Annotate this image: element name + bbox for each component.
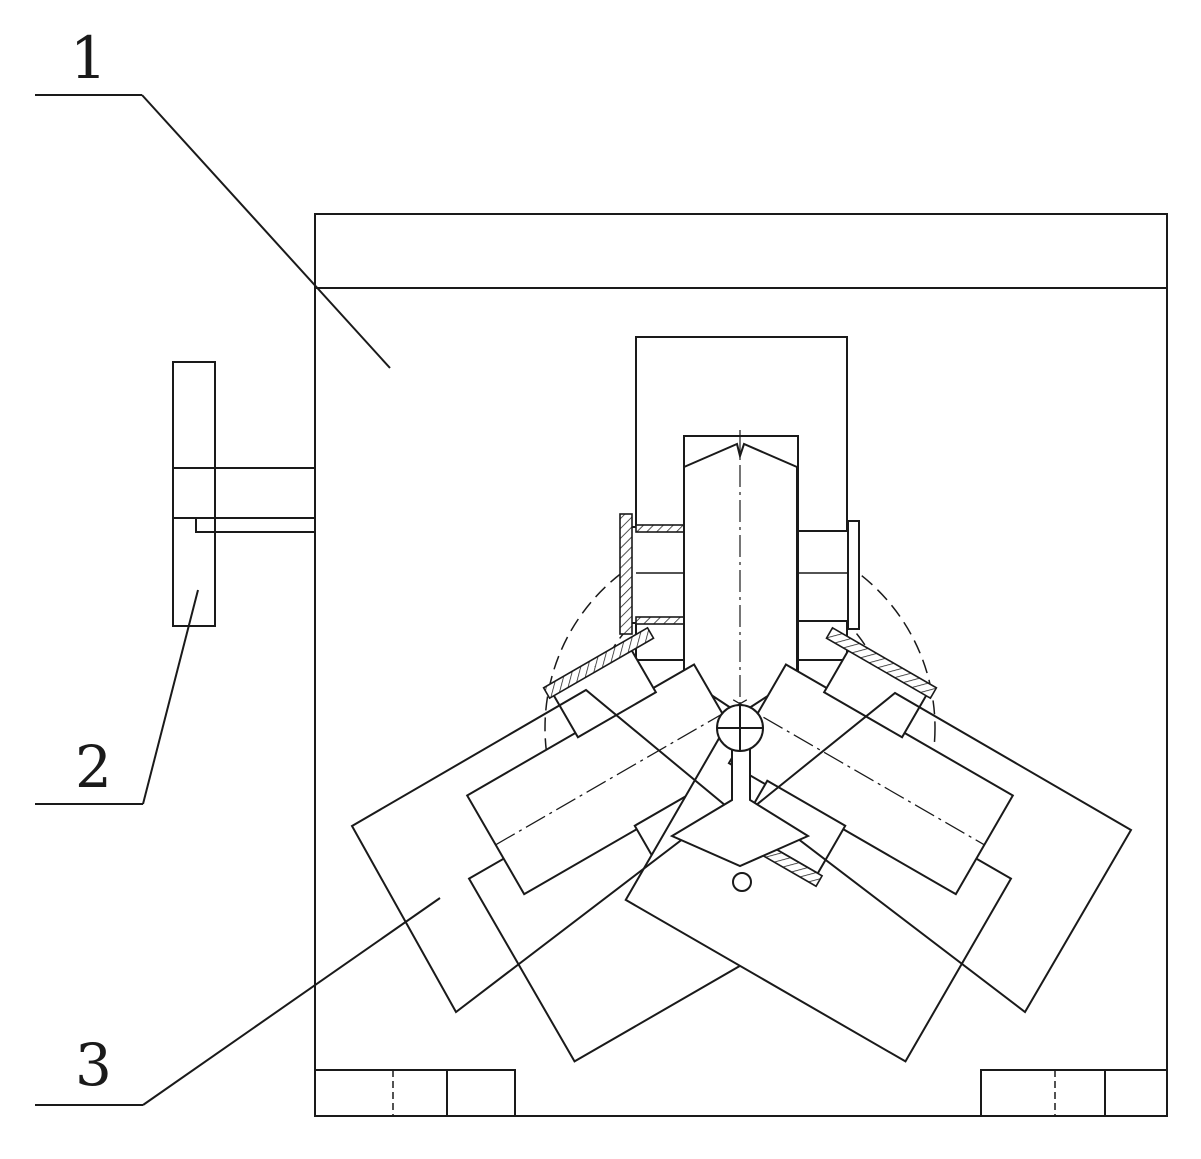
callout-2-leader-line	[142, 589, 199, 805]
callout-1-number: 1	[70, 24, 107, 92]
callout-3-leader-line	[142, 897, 441, 1106]
handwheel-rim	[172, 361, 216, 627]
frame-outline	[314, 213, 1168, 1117]
callout-1: 1	[35, 24, 391, 369]
small-hole	[732, 872, 752, 892]
shaft-step	[195, 518, 315, 533]
callout-3: 3	[35, 897, 441, 1106]
housing-frame	[314, 213, 1168, 1117]
foot-right	[980, 1069, 1168, 1117]
top-roller-assembly	[619, 336, 860, 730]
central-mechanism	[350, 336, 1133, 1063]
callout-2: 2	[35, 589, 199, 805]
callout-1-leader-line	[141, 94, 391, 369]
center-web	[669, 748, 811, 868]
callout-3-number: 3	[75, 1031, 112, 1099]
callout-2-number: 2	[75, 733, 112, 801]
foot-left	[314, 1069, 516, 1117]
handwheel	[172, 361, 315, 627]
